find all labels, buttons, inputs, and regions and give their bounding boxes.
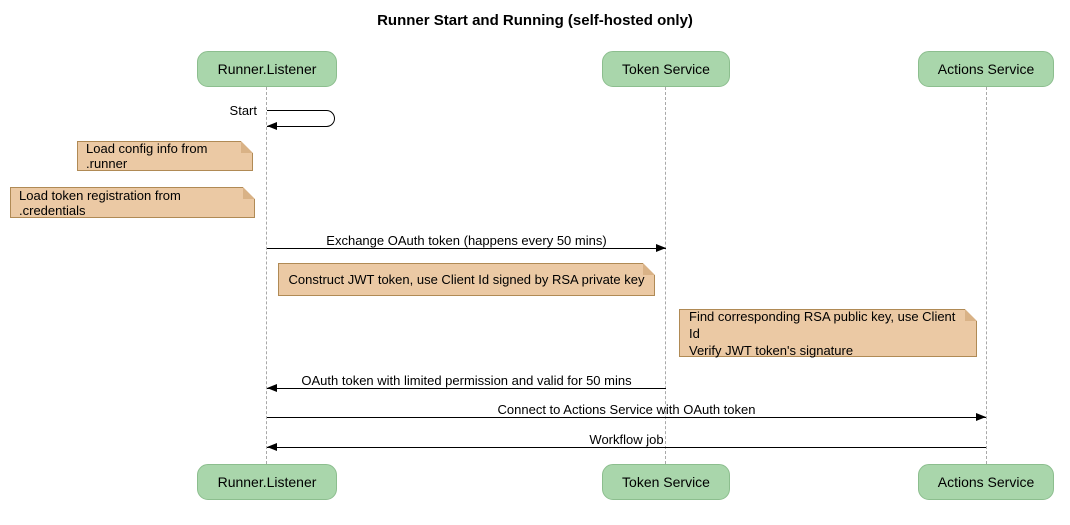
participant-label: Runner.Listener [217,474,317,490]
participant-actions-service-bottom: Actions Service [918,464,1054,500]
participant-label: Actions Service [937,61,1035,77]
participant-label: Runner.Listener [217,61,317,77]
participant-token-service-bottom: Token Service [602,464,730,500]
note-text-line2: Verify JWT token's signature [689,342,854,358]
participant-token-service-top: Token Service [602,51,730,87]
arrowhead-left-icon [267,121,277,130]
message-oauth-return: OAuth token with limited permission and … [267,373,666,392]
participant-actions-service-top: Actions Service [918,51,1054,87]
message-label: Connect to Actions Service with OAuth to… [497,402,756,417]
participant-label: Token Service [622,474,710,490]
message-start-self-arrow [267,110,335,127]
note-text: Load config info from .runner [86,141,208,171]
note-text: Construct JWT token, use Client Id signe… [288,272,645,287]
diagram-title: Runner Start and Running (self-hosted on… [377,12,693,29]
message-label: Exchange OAuth token (happens every 50 m… [326,233,607,248]
participant-label: Token Service [622,61,710,77]
message-connect-actions: Connect to Actions Service with OAuth to… [267,402,986,421]
lifeline-runner-listener [266,87,267,464]
message-line [267,244,666,252]
message-line [267,413,986,421]
message-line [267,384,666,392]
note-load-token-registration: Load token registration from .credential… [10,187,255,218]
participant-runner-listener-bottom: Runner.Listener [197,464,337,500]
message-exchange-oauth: Exchange OAuth token (happens every 50 m… [267,233,666,252]
message-label: Workflow job [589,432,664,447]
lifeline-token-service [665,87,666,464]
participant-runner-listener-top: Runner.Listener [197,51,337,87]
message-workflow-job: Workflow job [267,432,986,451]
participant-label: Actions Service [937,474,1035,490]
arrowhead-left-icon [267,443,277,451]
note-load-config: Load config info from .runner [77,141,253,171]
note-text: Load token registration from .credential… [19,187,181,218]
message-label: OAuth token with limited permission and … [301,373,632,388]
message-line [267,443,986,451]
arrowhead-right-icon [976,413,986,421]
message-start-label: Start [229,103,257,118]
note-text-line1: Find corresponding RSA public key, use C… [689,308,956,341]
note-verify-jwt: Find corresponding RSA public key, use C… [679,308,977,358]
arrowhead-left-icon [267,384,277,392]
arrowhead-right-icon [656,244,666,252]
lifeline-actions-service [986,87,987,464]
note-construct-jwt: Construct JWT token, use Client Id signe… [278,263,655,296]
